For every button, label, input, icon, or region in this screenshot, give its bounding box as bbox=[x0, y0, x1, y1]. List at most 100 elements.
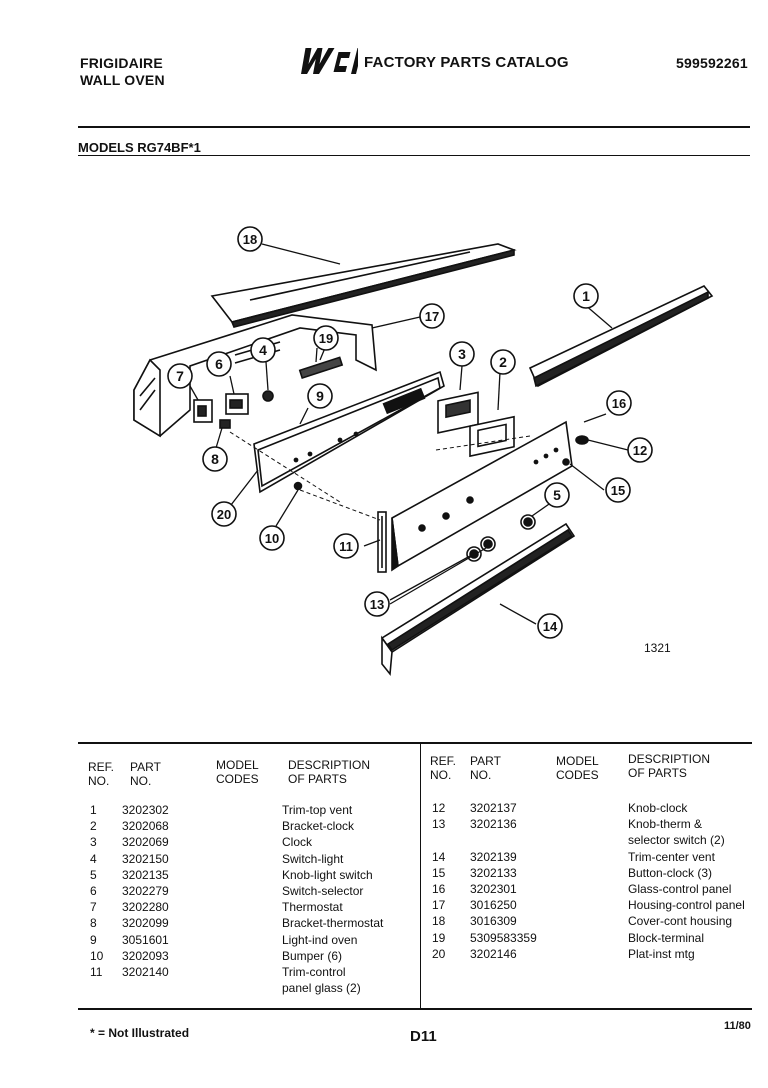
header-ref-right-1: REF. bbox=[430, 754, 457, 768]
callout-6: 6 bbox=[206, 351, 232, 377]
callout-number: 19 bbox=[319, 331, 333, 346]
left-part-cell: 3202302 bbox=[122, 803, 169, 817]
callout-number: 4 bbox=[259, 342, 267, 358]
header-model-right-1: MODEL bbox=[556, 754, 599, 768]
cover-cont-housing-part bbox=[210, 243, 517, 328]
callout-number: 11 bbox=[339, 539, 353, 554]
revision-date: 11/80 bbox=[724, 1020, 751, 1032]
button-clock-part bbox=[562, 458, 570, 466]
right-ref-cell: 13 bbox=[432, 817, 446, 832]
left-desc-cell: Light-ind oven bbox=[282, 932, 358, 947]
callout-8: 8 bbox=[202, 446, 228, 472]
callout-number: 1 bbox=[582, 288, 590, 304]
right-part-cell: 3202139 bbox=[470, 849, 517, 864]
header-part-right-1: PART bbox=[470, 754, 501, 768]
header-ref-left-2: NO. bbox=[88, 774, 110, 788]
knob-light-switch-part bbox=[520, 514, 536, 530]
right-desc-cell: Trim-center vent bbox=[628, 849, 715, 864]
callout-15: 15 bbox=[605, 477, 631, 503]
callout-number: 9 bbox=[316, 388, 324, 404]
right-ref-cell: 15 bbox=[432, 865, 446, 880]
left-ref-cell: 10 bbox=[90, 948, 104, 963]
right-part-cell: 3202136 bbox=[470, 817, 517, 832]
callout-19: 19 bbox=[313, 325, 339, 351]
right-part-cell: 3202146 bbox=[470, 946, 517, 961]
right-part-cell: 5309583359 bbox=[470, 930, 537, 945]
models-rule bbox=[78, 155, 750, 156]
left-ref-cell: 7 bbox=[90, 900, 97, 915]
header-rule bbox=[78, 126, 750, 128]
callout-number: 7 bbox=[176, 368, 184, 384]
right-desc-cell: Housing-control panel bbox=[628, 898, 745, 913]
header-desc-left-1: DESCRIPTION bbox=[288, 758, 371, 772]
header-part-left-1: PART bbox=[130, 760, 161, 774]
bracket-thermostat-part bbox=[219, 419, 231, 429]
left-desc-cell: Bumper (6) bbox=[282, 948, 343, 963]
wci-logo-icon bbox=[301, 48, 358, 74]
right-part-cell: 3202133 bbox=[470, 865, 517, 880]
header-ref-right-2: NO. bbox=[430, 768, 452, 782]
callout-number: 13 bbox=[370, 597, 384, 612]
callout-number: 6 bbox=[215, 356, 223, 372]
knob-clock-part bbox=[575, 435, 589, 445]
left-desc-cell: Clock bbox=[282, 835, 313, 850]
left-ref-cell: 11 bbox=[90, 965, 103, 979]
table-top-rule bbox=[78, 742, 752, 744]
glass-control-panel-part bbox=[391, 420, 573, 572]
callout-16: 16 bbox=[606, 390, 632, 416]
right-desc-cell: selector switch (2) bbox=[628, 833, 725, 848]
thermostat-part bbox=[193, 399, 213, 423]
knob-therm-part bbox=[466, 536, 496, 562]
left-desc-cell: Switch-selector bbox=[282, 884, 364, 898]
left-part-cell: 3202280 bbox=[122, 900, 169, 915]
callout-5: 5 bbox=[544, 482, 570, 508]
block-terminal-part bbox=[298, 356, 344, 379]
bumper-part bbox=[293, 481, 303, 491]
callout-number: 15 bbox=[611, 483, 625, 498]
left-desc-cell: Bracket-thermostat bbox=[282, 916, 384, 931]
right-ref-cell: 12 bbox=[432, 801, 446, 815]
right-desc-cell: Knob-clock bbox=[628, 801, 688, 815]
left-desc-cell: Switch-light bbox=[282, 851, 344, 866]
right-ref-cell: 18 bbox=[432, 914, 446, 929]
callout-number: 12 bbox=[633, 443, 647, 458]
trim-control-panel-glass-part bbox=[377, 511, 387, 573]
header-part-right-2: NO. bbox=[470, 768, 492, 782]
header-desc-left-2: OF PARTS bbox=[288, 772, 347, 786]
callout-7: 7 bbox=[167, 363, 193, 389]
plat-inst-mtg-part bbox=[253, 370, 445, 494]
switch-selector-part bbox=[225, 393, 249, 415]
right-ref-cell: 20 bbox=[432, 946, 446, 961]
right-ref-cell: 16 bbox=[432, 882, 446, 896]
right-ref-cell: 19 bbox=[432, 930, 446, 945]
callout-2: 2 bbox=[490, 349, 516, 375]
page-number: D11 bbox=[410, 1028, 437, 1045]
right-desc-cell: Block-terminal bbox=[628, 930, 705, 945]
right-part-cell: 3202301 bbox=[470, 882, 517, 896]
callout-14: 14 bbox=[537, 613, 563, 639]
left-desc-cell: Thermostat bbox=[282, 900, 343, 915]
header-ref-left-1: REF. bbox=[88, 760, 115, 774]
callout-number: 18 bbox=[243, 232, 257, 247]
left-part-cell: 3202279 bbox=[122, 884, 169, 898]
left-desc-cell: Trim-top vent bbox=[282, 803, 353, 817]
callout-number: 5 bbox=[553, 487, 561, 503]
models-label: MODELS RG74BF*1 bbox=[78, 140, 201, 155]
left-desc-cell: Bracket-clock bbox=[282, 819, 355, 834]
callout-number: 3 bbox=[458, 346, 466, 362]
table-center-divider bbox=[420, 744, 421, 1008]
right-ref-cell: 17 bbox=[432, 898, 446, 913]
right-part-cell: 3016250 bbox=[470, 898, 517, 913]
left-ref-cell: 6 bbox=[90, 884, 97, 898]
clock-part bbox=[437, 391, 479, 434]
header-part-left-2: NO. bbox=[130, 774, 152, 788]
left-part-cell: 3202099 bbox=[122, 916, 169, 931]
right-part-cell: 3016309 bbox=[470, 914, 517, 929]
callout-number: 17 bbox=[425, 309, 439, 324]
table-bottom-rule bbox=[78, 1008, 752, 1010]
trim-top-vent-part bbox=[528, 285, 714, 388]
left-ref-cell: 9 bbox=[90, 932, 97, 947]
callout-17: 17 bbox=[419, 303, 445, 329]
left-part-cell: 3202140 bbox=[122, 965, 169, 979]
callout-number: 14 bbox=[543, 619, 558, 634]
